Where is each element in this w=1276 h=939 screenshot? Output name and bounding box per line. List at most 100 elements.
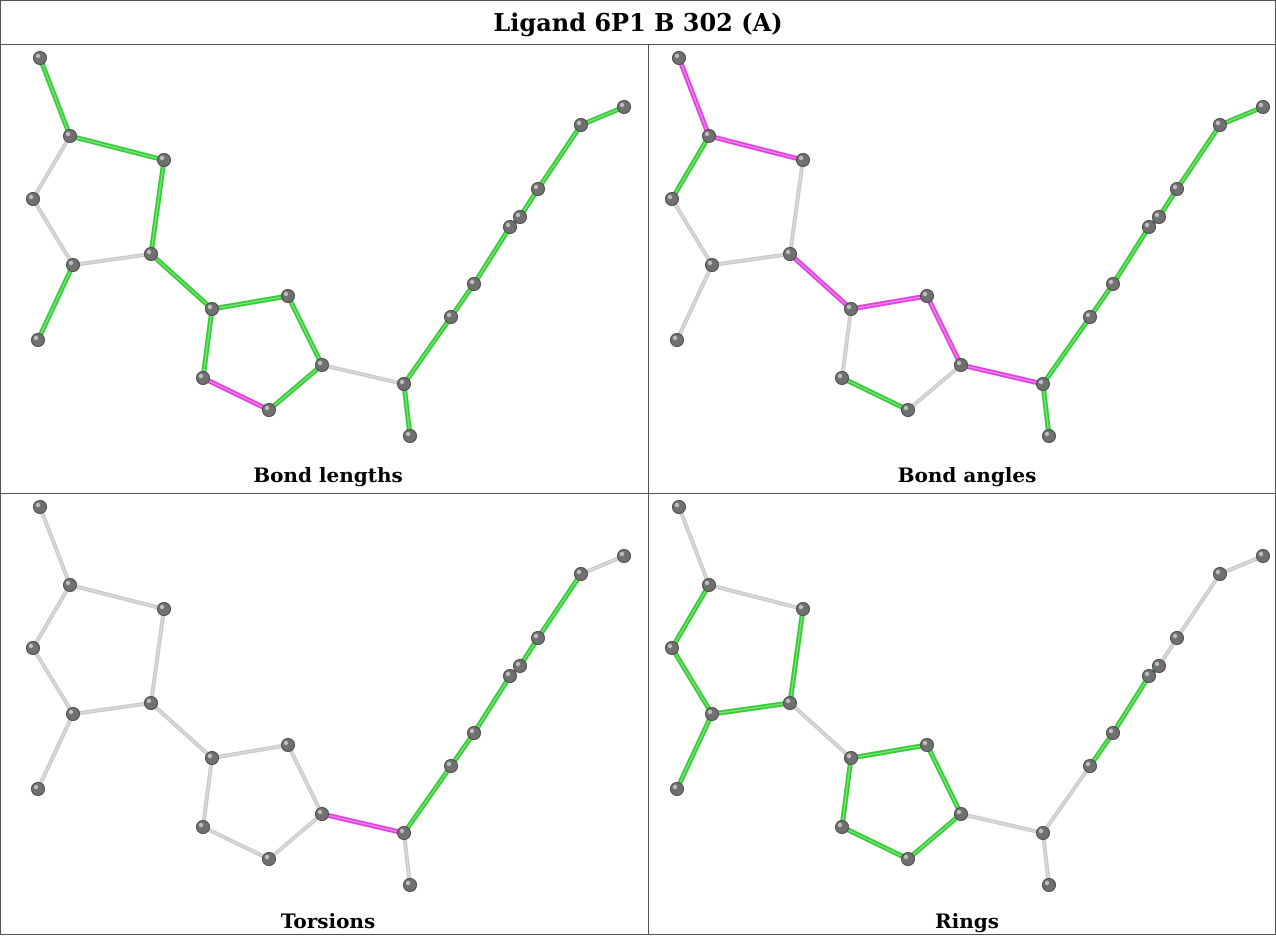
- panel-rings: Rings: [649, 494, 1276, 939]
- bond: [67, 133, 167, 163]
- atom-shine: [405, 431, 411, 437]
- atom-shine: [283, 291, 289, 297]
- atom-shine: [798, 604, 804, 610]
- atom-shine: [146, 698, 152, 704]
- caption-rings: Rings: [934, 909, 999, 933]
- atom: [315, 358, 329, 372]
- bond: [787, 606, 806, 706]
- atom-shine: [505, 222, 511, 228]
- atom: [1213, 118, 1227, 132]
- bond-highlight: [841, 308, 852, 379]
- atom-shine: [903, 405, 909, 411]
- bond-highlight: [403, 316, 452, 385]
- bond-highlight: [789, 702, 852, 759]
- atom: [901, 852, 915, 866]
- atom: [513, 659, 527, 673]
- atom-shine: [667, 643, 673, 649]
- bond: [1110, 224, 1152, 287]
- bond: [1175, 572, 1222, 640]
- atom: [196, 820, 210, 834]
- atom: [66, 258, 80, 272]
- atom: [531, 631, 545, 645]
- bond: [535, 122, 584, 192]
- bond-highlight: [671, 584, 710, 649]
- atom-shine: [1172, 184, 1178, 190]
- atom: [281, 289, 295, 303]
- figure-title: Ligand 6P1 B 302 (A): [493, 7, 783, 37]
- bond-highlight: [268, 813, 323, 860]
- panel-torsions: Torsions: [10, 494, 646, 939]
- atom-shine: [956, 360, 962, 366]
- bond-highlight: [211, 295, 289, 310]
- bond: [1218, 554, 1265, 576]
- atom: [63, 129, 77, 143]
- bond: [35, 262, 76, 343]
- atom: [205, 751, 219, 765]
- bond: [148, 251, 215, 312]
- bond-highlight: [32, 647, 74, 715]
- bond: [31, 646, 75, 716]
- bond-highlight: [708, 584, 804, 610]
- atom-shine: [672, 335, 678, 341]
- atom: [1106, 726, 1120, 740]
- bond-highlight: [37, 264, 74, 341]
- bond-highlight: [202, 826, 270, 860]
- atom-shine: [707, 260, 713, 266]
- bond: [319, 811, 407, 836]
- atom-shine: [264, 854, 270, 860]
- atom: [205, 302, 219, 316]
- atom: [1036, 377, 1050, 391]
- atom: [66, 707, 80, 721]
- bond-highlight: [403, 765, 452, 834]
- atom-shine: [1258, 551, 1264, 557]
- atom-shine: [667, 194, 673, 200]
- bond: [839, 755, 854, 830]
- atom-shine: [207, 304, 213, 310]
- atom: [796, 153, 810, 167]
- bond-highlight: [150, 253, 213, 310]
- atom: [705, 707, 719, 721]
- atom: [1142, 220, 1156, 234]
- atom-shine: [1085, 312, 1091, 318]
- bond-highlight: [473, 675, 511, 734]
- atom: [1036, 826, 1050, 840]
- bond: [267, 812, 324, 861]
- atom-shine: [672, 784, 678, 790]
- bond-highlight: [708, 135, 804, 161]
- atom-shine: [33, 335, 39, 341]
- atom-shine: [1215, 120, 1221, 126]
- atom-shine: [619, 551, 625, 557]
- bond-highlight: [960, 364, 1044, 385]
- atom: [403, 878, 417, 892]
- bond: [535, 571, 584, 641]
- bond: [1040, 381, 1052, 439]
- atom-shine: [1258, 102, 1264, 108]
- bond-highlight: [1042, 765, 1091, 834]
- atom-shine: [283, 740, 289, 746]
- atom-shine: [207, 753, 213, 759]
- bond: [709, 700, 793, 717]
- bond-highlight: [321, 364, 405, 385]
- atom: [26, 641, 40, 655]
- atom: [1042, 878, 1056, 892]
- atom: [1083, 310, 1097, 324]
- bond: [286, 743, 324, 816]
- bond: [787, 251, 854, 312]
- bond: [68, 583, 166, 611]
- atom-shine: [798, 155, 804, 161]
- atom: [467, 277, 481, 291]
- atom-shine: [68, 709, 74, 715]
- bond-highlight: [32, 584, 71, 649]
- atom: [1256, 549, 1270, 563]
- bond: [674, 711, 715, 792]
- atom-shine: [846, 304, 852, 310]
- atom: [844, 302, 858, 316]
- atom: [617, 549, 631, 563]
- atom-shine: [1144, 671, 1150, 677]
- bond: [148, 157, 167, 257]
- atom-shine: [505, 671, 511, 677]
- atom-shine: [1154, 661, 1160, 667]
- atom: [157, 602, 171, 616]
- atom: [920, 289, 934, 303]
- atom: [262, 403, 276, 417]
